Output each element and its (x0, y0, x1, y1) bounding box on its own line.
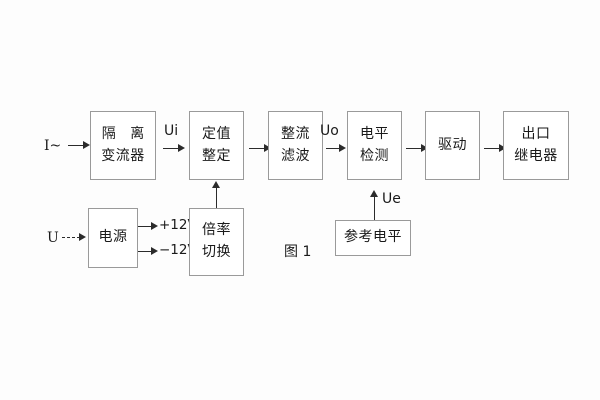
block-drive-line-1: 驱动 (438, 136, 467, 153)
block-power-supply[interactable]: 电源 (88, 208, 138, 268)
connector-setting-to-rectify (249, 148, 265, 149)
block-isolation-ct-line-2: 变流器 (101, 147, 145, 164)
block-output-relay[interactable]: 出口 继电器 (503, 111, 569, 180)
arrow-setting-to-rectify-icon (264, 143, 271, 152)
block-reference-level-line-1: 参考电平 (344, 229, 402, 246)
connector-reference-to-level (374, 196, 375, 220)
connector-level-to-drive (406, 148, 422, 149)
block-ratio-switch-line-1: 倍率 (202, 222, 231, 239)
figure-caption: 图 1 (284, 244, 312, 260)
connector-voltage-to-power (62, 237, 80, 238)
block-setting-value-line-2: 整定 (202, 147, 231, 164)
signal-label-ui: Ui (164, 123, 179, 139)
block-rectify-filter-line-2: 滤波 (281, 147, 310, 164)
block-setting-value[interactable]: 定值 整定 (189, 111, 244, 180)
connector-power-pos (138, 226, 152, 227)
block-drive[interactable]: 驱动 (425, 111, 480, 180)
block-level-detect-line-2: 检测 (360, 147, 389, 164)
arrow-rectify-to-level-icon (339, 143, 346, 152)
connector-ratio-to-setting (216, 187, 217, 208)
arrow-reference-to-level-icon (370, 190, 378, 197)
arrow-power-neg-icon (151, 246, 158, 255)
arrow-drive-to-relay-icon (499, 143, 506, 152)
arrow-current-to-isolation-icon (83, 140, 90, 149)
block-level-detect[interactable]: 电平 检测 (347, 111, 402, 180)
block-setting-value-line-1: 定值 (202, 125, 231, 142)
block-isolation-ct-line-1: 隔 离 (101, 125, 150, 142)
block-power-supply-line-1: 电源 (98, 229, 128, 246)
signal-label-ue: Ue (382, 191, 401, 207)
arrow-voltage-to-power-icon (79, 232, 86, 241)
connector-rectify-to-level (326, 148, 340, 149)
connector-drive-to-relay (484, 148, 500, 149)
current-input-label: I~ (44, 138, 62, 154)
signal-label-uo: Uo (320, 123, 339, 139)
voltage-input-label: U (47, 230, 59, 246)
arrow-power-pos-icon (151, 221, 158, 230)
block-level-detect-line-1: 电平 (360, 125, 389, 142)
arrow-ratio-to-setting-icon (212, 181, 220, 188)
connector-power-neg (138, 251, 152, 252)
connector-current-to-isolation (68, 145, 84, 146)
arrow-level-to-drive-icon (421, 143, 428, 152)
block-rectify-filter-line-1: 整流 (281, 125, 310, 142)
arrow-isolation-to-setting-icon (178, 143, 185, 152)
block-ratio-switch[interactable]: 倍率 切换 (189, 208, 244, 276)
block-rectify-filter[interactable]: 整流 滤波 (268, 111, 323, 180)
supply-pos-label: +12V (159, 217, 197, 233)
block-isolation-ct[interactable]: 隔 离 变流器 (90, 111, 156, 180)
connector-isolation-to-setting (163, 148, 179, 149)
block-reference-level[interactable]: 参考电平 (335, 220, 411, 256)
block-ratio-switch-line-2: 切换 (202, 244, 231, 260)
block-output-relay-line-2: 继电器 (514, 147, 558, 164)
block-output-relay-line-1: 出口 (521, 125, 551, 142)
supply-neg-label: −12V (159, 242, 197, 258)
